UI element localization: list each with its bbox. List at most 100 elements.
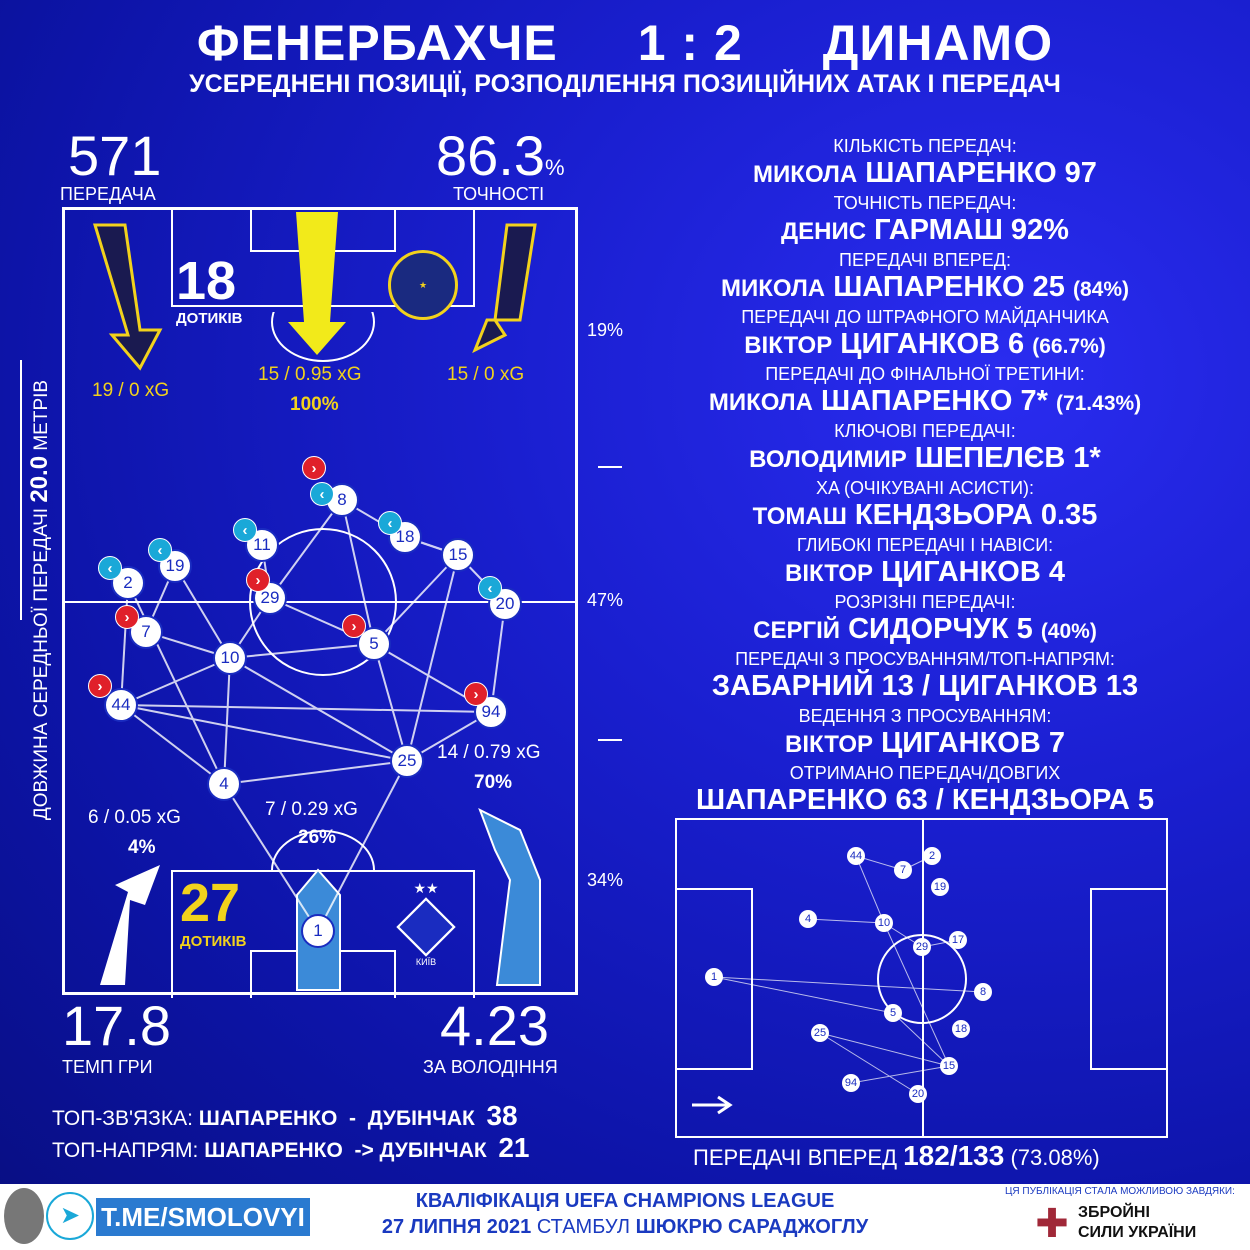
pass-link <box>373 554 459 645</box>
stat-main: ШАПАРЕНКО 63 / КЕНДЗЬОРА 5 <box>696 784 1154 816</box>
mini-player-node: 8 <box>974 983 992 1001</box>
opp-touches-label: ДОТИКІВ <box>176 310 243 327</box>
stat-first-name: ТОМАШ <box>752 503 847 530</box>
red-arrow-badge-icon: › <box>342 614 366 638</box>
center-circle <box>249 528 397 676</box>
own-right-pct: 70% <box>474 772 513 793</box>
accuracy: 86.3% <box>436 128 565 184</box>
tempo-label: ТЕМП ГРИ <box>62 1057 153 1077</box>
mini-player-node: 2 <box>923 847 941 865</box>
pass-link <box>223 760 408 785</box>
stat-item: КЛЮЧОВІ ПЕРЕДАЧІ:ВОЛОДИМИР ШЕПЕЛЄВ 1* <box>640 421 1210 478</box>
sponsor-line-1: ЗБРОЙНІ <box>1078 1204 1150 1221</box>
cyan-arrow-badge-icon: ‹ <box>148 538 172 562</box>
pass-link <box>120 704 408 762</box>
mini-pass-link <box>713 976 894 1014</box>
mini-pitch <box>675 818 1168 1138</box>
player-node: 11 <box>245 528 279 562</box>
stat-label: ОТРИМАНО ПЕРЕДАЧ/ДОВГИХ <box>789 763 1061 783</box>
stat-extra: (84%) <box>1072 278 1129 301</box>
pass-link <box>223 657 231 785</box>
red-arrow-badge-icon: › <box>464 682 488 706</box>
pass-link <box>229 643 375 659</box>
event-stadium: ШЮКРЮ САРАДЖОГЛУ <box>635 1216 869 1238</box>
mini-pass-link <box>819 1032 919 1095</box>
stat-first-name: ВІКТОР <box>785 560 873 587</box>
stat-label: XA (ОЧІКУВАНІ АСИСТИ): <box>815 478 1035 498</box>
mini-pass-link <box>819 1032 950 1067</box>
event-line: КВАЛІФІКАЦІЯ UEFA CHAMPIONS LEAGUE <box>415 1190 835 1212</box>
stat-label: КЛЮЧОВІ ПЕРЕДАЧІ: <box>834 421 1016 441</box>
mini-player-node: 29 <box>913 938 931 956</box>
mini-player-node: 5 <box>884 1004 902 1022</box>
pass-link <box>341 499 375 645</box>
mini-left-box <box>675 888 753 1070</box>
player-node: 94 <box>474 695 508 729</box>
accuracy-label: ТОЧНОСТІ <box>453 184 545 204</box>
event-details: 27 ЛИПНЯ 2021 СТАМБУЛ ШЮКРЮ САРАДЖОГЛУ <box>340 1216 910 1239</box>
cyan-arrow-badge-icon: ‹ <box>310 482 334 506</box>
cyan-arrow-badge-icon: ‹ <box>478 576 502 600</box>
mini-center-circle <box>877 934 967 1024</box>
mini-pass-link <box>855 855 885 924</box>
stat-label: ГЛИБОКІ ПЕРЕДАЧІ І НАВІСИ: <box>796 535 1054 555</box>
event-city: СТАМБУЛ <box>536 1216 631 1238</box>
mini-player-node: 94 <box>842 1074 860 1092</box>
telegram-link[interactable]: T.ME/SMOLOVYI <box>96 1198 310 1236</box>
stat-value: МИКОЛА ШАПАРЕНКО 7* (71.43%) <box>640 384 1210 421</box>
stat-item: ГЛИБОКІ ПЕРЕДАЧІ І НАВІСИ:ВІКТОР ЦИГАНКО… <box>640 535 1210 592</box>
pass-link <box>120 704 225 785</box>
cyan-arrow-badge-icon: ‹ <box>378 511 402 535</box>
mini-pass-link <box>892 1012 950 1067</box>
top-link-value: 38 <box>486 1100 518 1131</box>
stat-first-name: МИКОЛА <box>721 275 826 302</box>
stat-value: ШАПАРЕНКО 63 / КЕНДЗЬОРА 5 <box>640 783 1210 820</box>
stat-value: МИКОЛА ШАПАРЕНКО 97 <box>640 156 1210 193</box>
stat-label: ПЕРЕДАЧІ ВПЕРЕД: <box>839 250 1011 270</box>
mini-player-node: 10 <box>875 914 893 932</box>
stat-value: ВІКТОР ЦИГАНКОВ 4 <box>640 555 1210 592</box>
mini-right-box <box>1090 888 1168 1070</box>
possession-value: 4.23 <box>440 994 549 1057</box>
own-left-pct: 4% <box>128 837 156 858</box>
mini-player-node: 4 <box>799 910 817 928</box>
forward-value: 182/133 <box>903 1140 1005 1171</box>
forward-passes: ПЕРЕДАЧІ ВПЕРЕД 182/133 (73.08%) <box>693 1140 1100 1172</box>
stat-main: ЦИГАНКОВ 7 <box>881 727 1065 759</box>
opp-right-arrow <box>472 223 537 354</box>
stat-value: СЕРГІЙ СИДОРЧУК 5 (40%) <box>640 612 1210 649</box>
passes-count: 571 <box>68 124 162 187</box>
dinamo-logo: ★★КИЇВ <box>396 880 456 970</box>
stat-main: ЦИГАНКОВ 4 <box>881 556 1065 588</box>
author-avatar <box>4 1188 44 1244</box>
stat-item: ВЕДЕННЯ З ПРОСУВАННЯМ:ВІКТОР ЦИГАНКОВ 7 <box>640 706 1210 763</box>
stat-first-name: СЕРГІЙ <box>753 617 841 644</box>
stat-value: ЗАБАРНИЙ 13 / ЦИГАНКОВ 13 <box>640 669 1210 706</box>
pass-link <box>269 499 343 599</box>
stat-item: ПЕРЕДАЧІ ВПЕРЕД:МИКОЛА ШАПАРЕНКО 25 (84%… <box>640 250 1210 307</box>
stat-first-name: ВІКТОР <box>744 332 833 359</box>
mini-player-node: 20 <box>909 1085 927 1103</box>
own-touches-label: ДОТИКІВ <box>180 933 247 950</box>
own-center-pct: 26% <box>298 827 337 848</box>
telegram-icon: ➤ <box>46 1192 94 1240</box>
opp-left-xg: 19 / 0 xG <box>92 380 170 401</box>
stat-main: СИДОРЧУК 5 <box>848 613 1033 645</box>
possession-label: ЗА ВОЛОДІННЯ <box>423 1057 558 1077</box>
stat-first-name: ДЕНИС <box>781 218 867 245</box>
pass-link <box>317 760 408 932</box>
stat-extra: (66.7%) <box>1032 335 1106 358</box>
top-link-label: ТОП-ЗВ'ЯЗКА: <box>52 1107 193 1130</box>
stat-main: ЦИГАНКОВ 6 <box>840 328 1025 360</box>
cyan-arrow-badge-icon: ‹ <box>233 518 257 542</box>
tempo-value: 17.8 <box>62 994 171 1057</box>
stat-first-name: ВОЛОДИМИР <box>749 446 907 473</box>
player-node: 1 <box>301 914 335 948</box>
mini-player-node: 19 <box>931 878 949 896</box>
stat-label: ПЕРЕДАЧІ З ПРОСУВАННЯМ/ТОП-НАПРЯМ: <box>735 649 1115 669</box>
stat-main: ЗАБАРНИЙ 13 / ЦИГАНКОВ 13 <box>711 670 1139 702</box>
mini-player-node: 15 <box>940 1057 958 1075</box>
home-team: ФЕНЕРБАХЧЕ <box>196 15 558 71</box>
accuracy-value: 86.3 <box>436 124 545 187</box>
